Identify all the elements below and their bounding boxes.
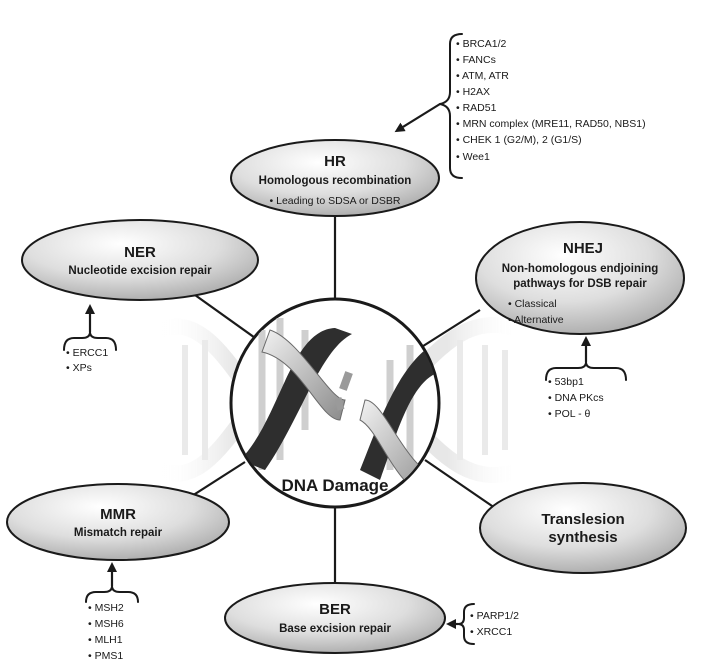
spoke-tls	[424, 459, 496, 509]
ber-arrow-head	[446, 619, 456, 629]
hr-subtitle: Homologous recombination	[259, 175, 412, 187]
ner-factor: • ERCC1	[66, 347, 108, 359]
nhej-factor: • POL - θ	[548, 408, 591, 420]
ner-factors-brace	[63, 331, 117, 351]
pathway-nhej: NHEJ Non-homologous endjoining pathways …	[475, 221, 685, 335]
hr-factor: • RAD51	[456, 102, 497, 114]
hr-factor: • Wee1	[456, 151, 490, 163]
mmr-title: MMR	[100, 506, 136, 523]
ner-title: NER	[124, 244, 156, 261]
ner-factor: • XPs	[66, 362, 92, 374]
hr-factors-arrow	[394, 103, 441, 133]
pathway-ber: BER Base excision repair	[224, 582, 446, 654]
nhej-factor: • DNA PKcs	[548, 392, 604, 404]
pathway-hr: HR Homologous recombination • Leading to…	[230, 139, 440, 217]
hr-factor: • H2AX	[456, 86, 490, 98]
hr-factor: • BRCA1/2	[456, 38, 507, 50]
pathway-translesion: Translesion synthesis	[479, 482, 687, 574]
ner-subtitle: Nucleotide excision repair	[68, 265, 212, 277]
spoke-nhej	[419, 309, 481, 349]
mmr-factor: • PMS1	[88, 650, 123, 662]
mmr-factor: • MSH2	[88, 602, 124, 614]
ber-factors: • PARP1/2 • XRCC1	[446, 603, 519, 645]
mmr-factor: • MLH1	[88, 634, 123, 646]
nhej-bullet-classical: • Classical	[508, 298, 557, 310]
hr-factor: • CHEK 1 (G2/M), 2 (G1/S)	[456, 134, 582, 146]
hr-bullet: • Leading to SDSA or DSBR	[270, 195, 401, 207]
hr-factor: • MRN complex (MRE11, RAD50, NBS1)	[456, 118, 646, 130]
connector-lines	[169, 210, 496, 588]
nhej-factors: • 53bp1 • DNA PKcs • POL - θ	[545, 336, 627, 420]
center-label: DNA Damage	[281, 476, 388, 495]
tls-title-line2: synthesis	[548, 529, 617, 546]
hr-factor: • ATM, ATR	[456, 70, 509, 82]
nhej-factor: • 53bp1	[548, 376, 584, 388]
mmr-factor: • MSH6	[88, 618, 124, 630]
nhej-subtitle-line1: Non-homologous endjoining	[502, 263, 659, 275]
dna-damage-circle: DNA Damage	[229, 297, 441, 509]
nhej-subtitle-line2: pathways for DSB repair	[513, 278, 647, 290]
hr-factors: • BRCA1/2 • FANCs • ATM, ATR • H2AX • RA…	[394, 33, 646, 179]
spoke-ner	[187, 289, 259, 341]
nhej-title: NHEJ	[563, 240, 603, 257]
mmr-factors: • MSH2 • MSH6 • MLH1 • PMS1	[85, 562, 139, 662]
mmr-factors-brace	[85, 585, 139, 603]
nhej-bullet-alternative: • Alternative	[508, 314, 564, 326]
ber-factor: • XRCC1	[470, 626, 512, 638]
mmr-subtitle: Mismatch repair	[74, 527, 163, 539]
ber-factor: • PARP1/2	[470, 610, 519, 622]
nhej-factors-brace	[545, 361, 627, 381]
ber-title: BER	[319, 601, 351, 618]
hr-factor: • FANCs	[456, 54, 496, 66]
pathway-mmr: MMR Mismatch repair	[6, 483, 230, 561]
hr-title: HR	[324, 153, 346, 170]
ner-factors: • ERCC1 • XPs	[63, 304, 117, 374]
dna-helix-illustration	[240, 318, 438, 497]
pathway-ner: NER Nucleotide excision repair	[21, 219, 259, 301]
tls-title-line1: Translesion	[541, 511, 624, 528]
ber-subtitle: Base excision repair	[279, 623, 391, 635]
